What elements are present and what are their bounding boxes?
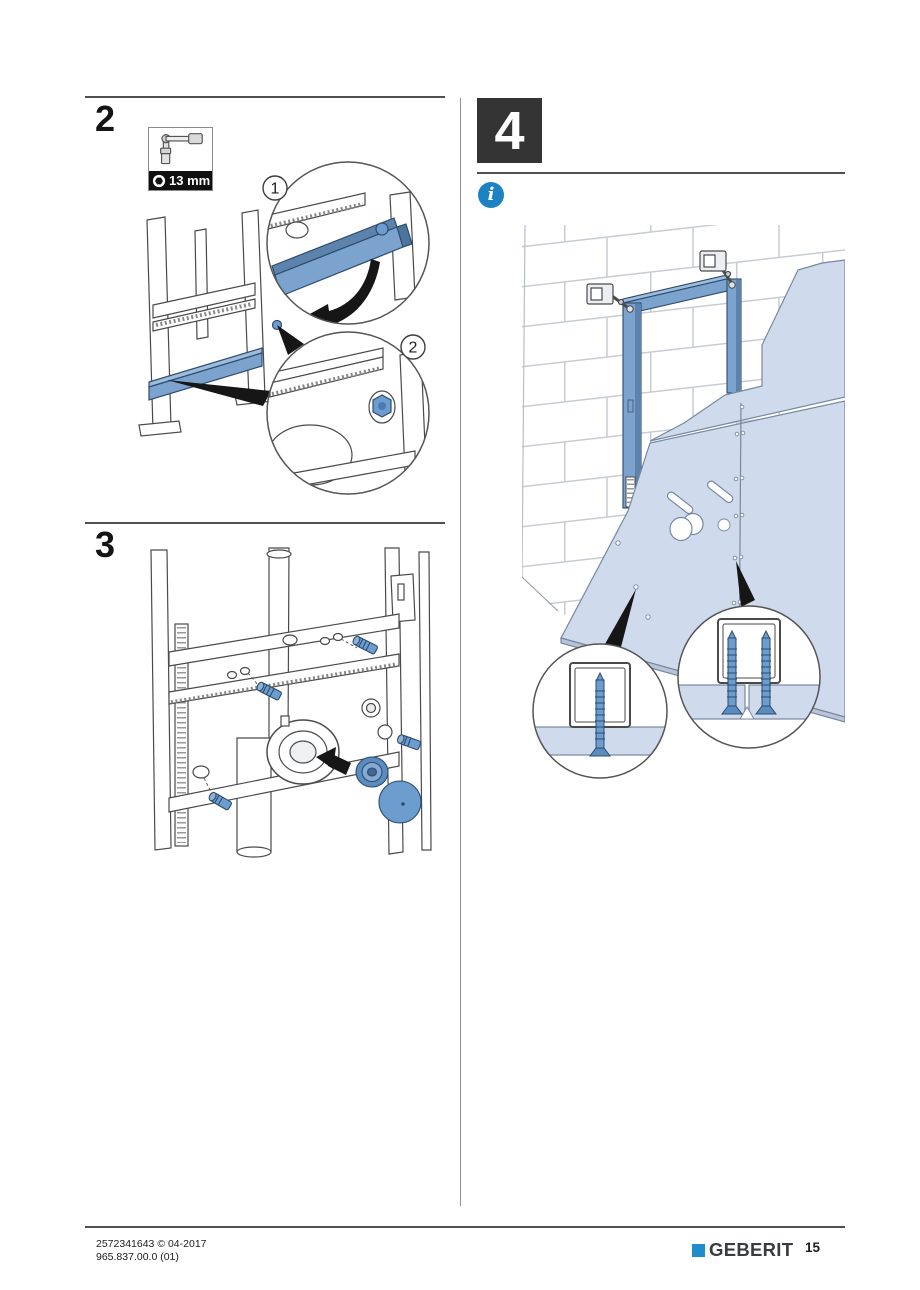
- pointer-wedge-right: [736, 561, 755, 607]
- info-icon: i: [478, 182, 504, 208]
- pointer-wedge-left: [605, 589, 636, 651]
- step-2-illustration: 1 2: [138, 161, 430, 495]
- step-4-rule: [477, 172, 845, 174]
- doc-id: 2572341643 © 04-2017: [96, 1238, 207, 1250]
- pipe-stub-cylinder: [669, 512, 704, 542]
- mounting-frame-blue: [622, 274, 742, 509]
- screw-blue: [589, 671, 611, 757]
- screw-blue-left: [721, 629, 743, 715]
- blue-protection-plugs: [208, 635, 422, 824]
- detail-circle-screw-single: [532, 643, 668, 779]
- step-3-number: 3: [95, 524, 116, 565]
- doc-version: 965.837.00.0 (01): [96, 1251, 179, 1263]
- callout-1: 1: [262, 175, 288, 201]
- tool-size-bar: 13 mm: [149, 171, 212, 190]
- column-divider: [460, 98, 461, 1206]
- pointer-wedge-1: [277, 325, 304, 355]
- step-2-number: 2: [95, 98, 116, 139]
- wall-bracket-right: [699, 250, 733, 283]
- pointer-wedge-2: [167, 380, 271, 406]
- wall-bottom-edge: [521, 576, 559, 612]
- geberit-logo-square: [692, 1243, 705, 1257]
- geberit-logo: GEBERIT: [692, 1239, 793, 1261]
- callout-1-label: 1: [271, 181, 280, 198]
- wall-bracket-left: [586, 283, 628, 309]
- rotate-arrow: [297, 259, 380, 324]
- step-3-illustration: [150, 547, 432, 858]
- brand-name: GEBERIT: [709, 1239, 794, 1260]
- dowels: [666, 480, 734, 515]
- screw-blue-right: [755, 629, 777, 715]
- mounting-frame: [138, 209, 274, 437]
- step-4-number-box: 4: [477, 98, 542, 163]
- step-2-rule: [85, 96, 445, 98]
- tool-badge: 13 mm: [148, 127, 213, 191]
- detail-circle-1: [266, 161, 430, 325]
- callout-2-label: 2: [409, 340, 418, 357]
- footer-rule: [85, 1226, 845, 1228]
- hex-socket-icon: [152, 174, 166, 187]
- step-3-rule: [85, 522, 445, 524]
- tool-size-label: 13 mm: [169, 173, 211, 188]
- page-number: 15: [805, 1240, 821, 1255]
- step-4-illustration: [521, 225, 845, 779]
- callout-2: 2: [400, 334, 426, 360]
- insert-arrow: [316, 747, 351, 775]
- socket-wrench-icon: [149, 128, 212, 171]
- footer-doc-info: 2572341643 © 04-2017 965.837.00.0 (01): [96, 1238, 207, 1264]
- detail-circle-screws-pair: [677, 605, 821, 749]
- support-bracket-bar: [148, 319, 283, 401]
